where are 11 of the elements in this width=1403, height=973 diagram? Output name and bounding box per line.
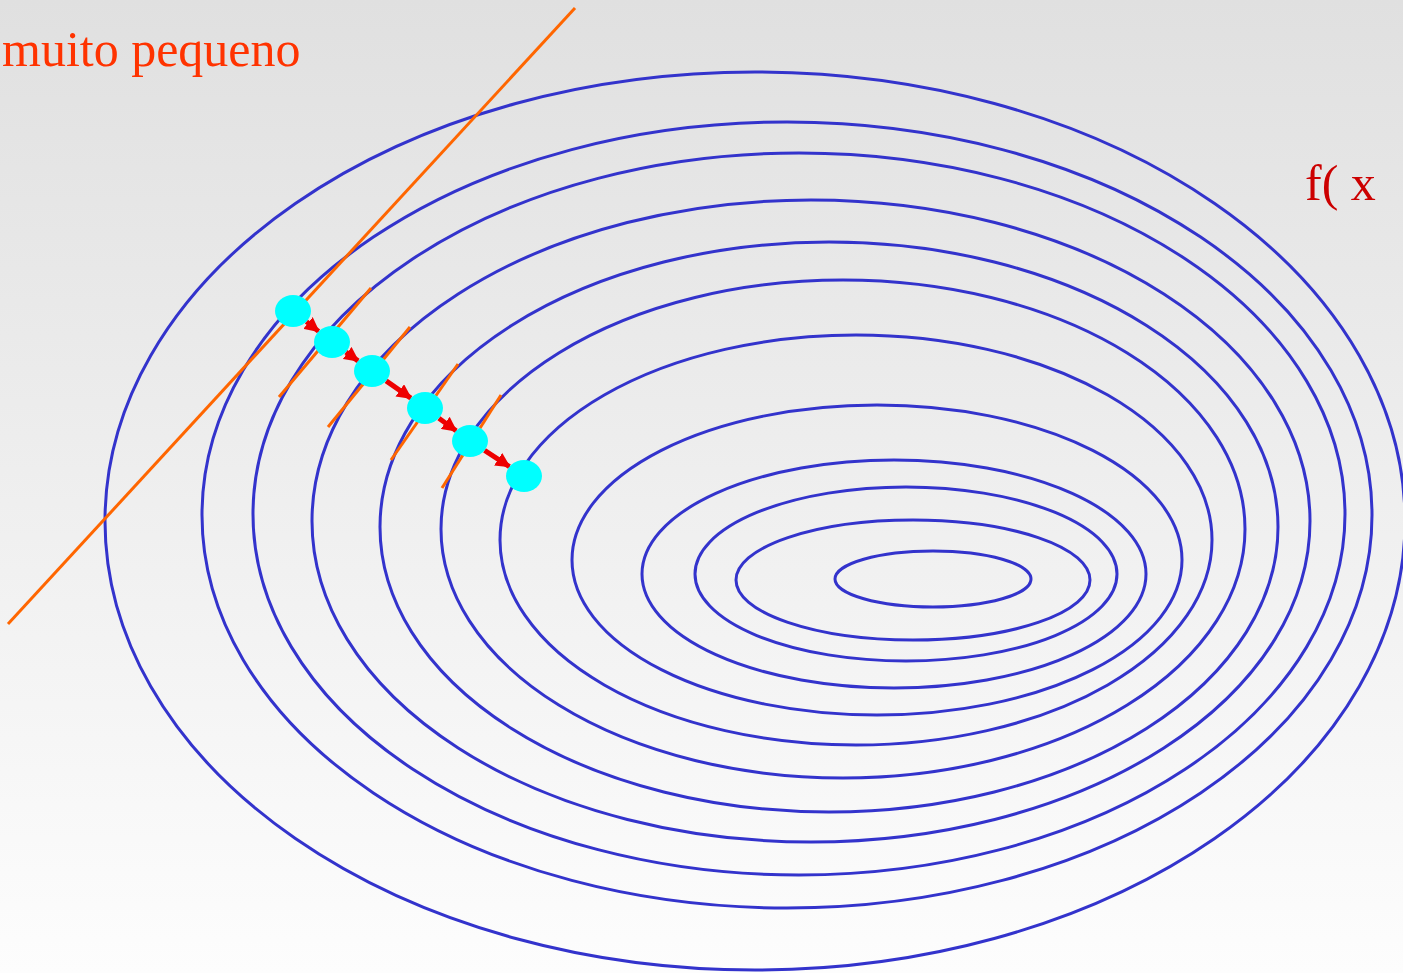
- step-point: [452, 425, 488, 457]
- arrow: [483, 448, 511, 469]
- arrow: [437, 416, 458, 433]
- step-point: [314, 326, 350, 358]
- arrow: [342, 346, 360, 363]
- step-point: [407, 392, 443, 424]
- step-point: [506, 460, 542, 492]
- arrow: [303, 317, 321, 334]
- arrow: [384, 378, 413, 401]
- step-point: [354, 355, 390, 387]
- step-point: [275, 295, 311, 327]
